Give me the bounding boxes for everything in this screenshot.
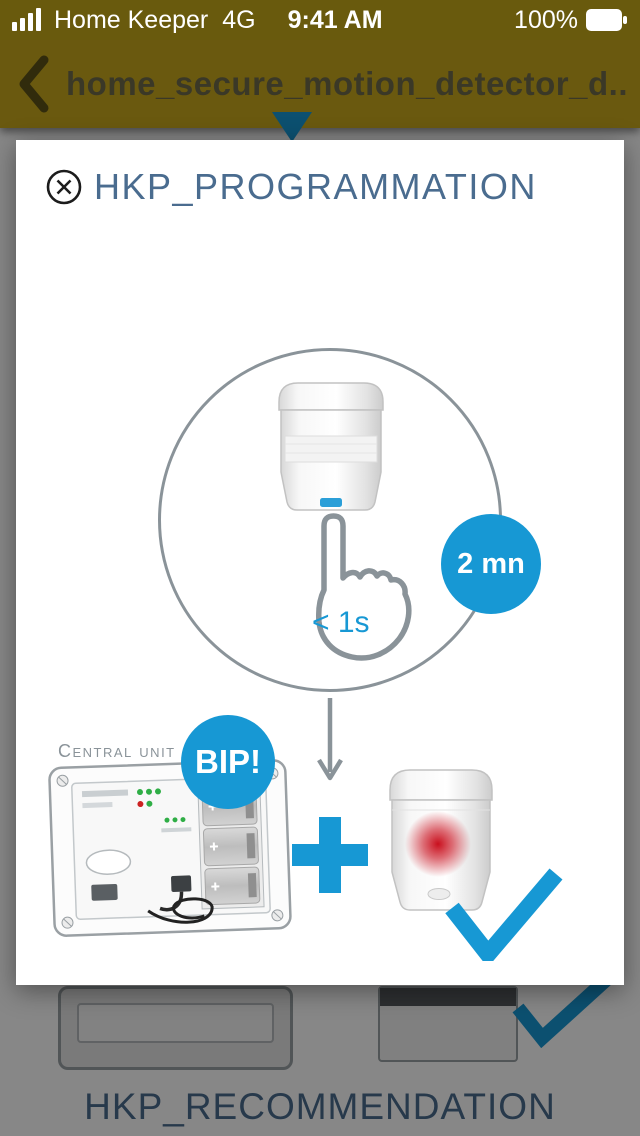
motion-detector-illustration [278, 382, 384, 511]
beep-badge: BIP! [181, 715, 275, 809]
timer-badge: 2 mn [441, 514, 541, 614]
plus-icon [319, 817, 341, 893]
battery-percent: 100% [514, 5, 578, 34]
checkmark-icon [445, 868, 563, 961]
bg-checkmark-icon [512, 976, 611, 1048]
modal-title: HKP_PROGRAMMATION [94, 166, 537, 207]
signal-strength-icon [12, 8, 41, 31]
central-unit-label: Central unit [58, 741, 176, 761]
timer-badge-label: 2 mn [457, 547, 525, 580]
beep-badge-label: BIP! [195, 743, 261, 780]
arrow-down-icon [317, 698, 343, 781]
carrier-label: Home Keeper [54, 5, 209, 34]
press-duration-label: < 1s [312, 606, 370, 639]
network-label: 4G [222, 5, 256, 34]
step-arrow-icon [272, 112, 312, 142]
back-button[interactable] [14, 46, 54, 122]
clock: 9:41 AM [287, 5, 383, 34]
programmation-modal: HKP_PROGRAMMATION < 1s 2 mn [16, 140, 624, 985]
bg-device-left [58, 986, 293, 1070]
battery-icon [586, 9, 627, 31]
motion-detector-alert-illustration [389, 769, 493, 911]
recommendation-title: HKP_RECOMMENDATION [84, 1086, 556, 1127]
bg-device-right [378, 986, 518, 1062]
chevron-left-icon [19, 55, 49, 113]
pointing-hand-icon [316, 513, 412, 661]
nav-title: home_secure_motion_detector_d... [66, 65, 626, 102]
status-bar: Home Keeper 4G 9:41 AM 100% [0, 0, 640, 40]
nav-bar: home_secure_motion_detector_d... [0, 40, 640, 128]
close-circle-icon [46, 169, 82, 205]
close-button[interactable] [45, 168, 83, 206]
